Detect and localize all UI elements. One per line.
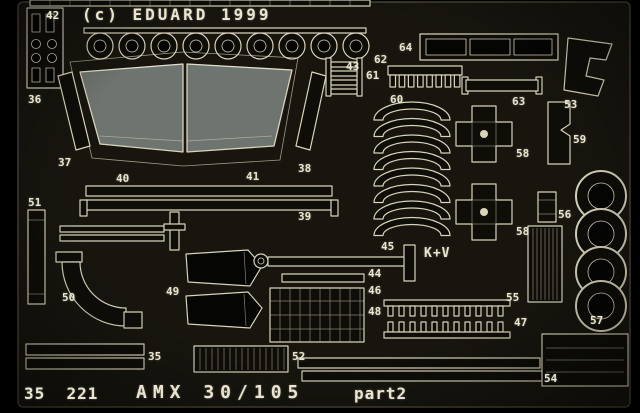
part-label-64: 64 <box>399 41 413 54</box>
part-label-41: 41 <box>246 170 260 183</box>
part-label-59: 59 <box>573 133 587 146</box>
maker-mark: K+V <box>424 246 451 261</box>
part-label-52: 52 <box>292 350 306 363</box>
part-label-39: 39 <box>298 210 312 223</box>
part-label-48: 48 <box>368 305 382 318</box>
sheet-name: part2 <box>354 384 408 403</box>
part-label-51: 51 <box>28 196 42 209</box>
copyright-text: (c) EDUARD 1999 <box>82 5 272 24</box>
set-number: 35 221 <box>24 384 99 403</box>
part-label-50: 50 <box>62 291 76 304</box>
part-label-42: 42 <box>46 9 60 22</box>
part-label-47: 47 <box>514 316 528 329</box>
part-label-40: 40 <box>116 172 130 185</box>
part-label-36: 36 <box>28 93 42 106</box>
part-label-62: 62 <box>374 53 388 66</box>
part-label-54: 54 <box>544 372 558 385</box>
part-label-61: 61 <box>366 69 380 82</box>
part-label-46: 46 <box>368 284 382 297</box>
part-label-63: 63 <box>512 95 526 108</box>
part-label-45: 45 <box>381 240 395 253</box>
part-label-38: 38 <box>298 162 312 175</box>
part-label-43: 43 <box>346 60 360 73</box>
part-label-60: 60 <box>390 93 404 106</box>
part-label-44: 44 <box>368 267 382 280</box>
part-label-58: 58 <box>516 147 530 160</box>
part-label-49: 49 <box>166 285 180 298</box>
part-label-55: 55 <box>506 291 520 304</box>
kit-name: AMX 30/105 <box>136 382 305 403</box>
part-label-53: 53 <box>564 98 578 111</box>
part-label-58: 58 <box>516 225 530 238</box>
part-label-56: 56 <box>558 208 572 221</box>
part-label-37: 37 <box>58 156 72 169</box>
part-label-57: 57 <box>590 314 604 327</box>
part-label-35: 35 <box>148 350 162 363</box>
